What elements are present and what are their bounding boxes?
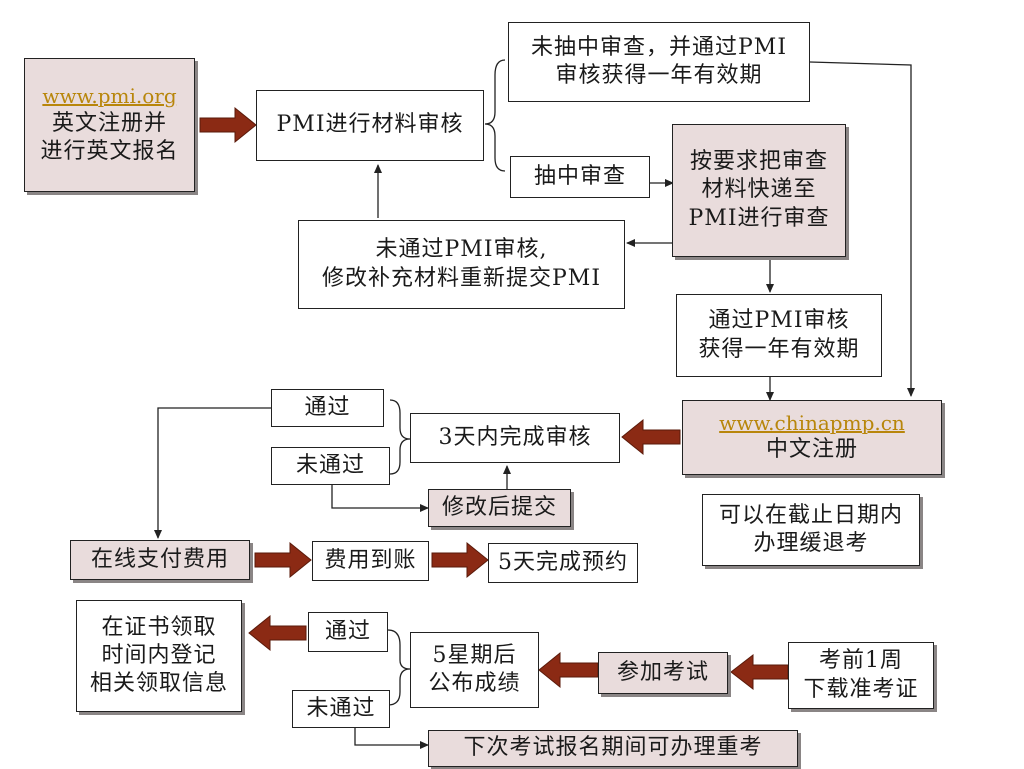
defer-line2: 办理缓退考 [753,531,869,556]
pmi-review-label: PMI进行材料审核 [276,112,464,138]
retake-label: 下次考试报名期间可办理重考 [463,735,763,761]
resubmit-label: 修改后提交 [441,494,557,520]
send-materials-line2: 材料快递至 [701,177,817,203]
pay-online-box: 在线支付费用 [70,540,250,580]
fail-box-1: 未通过 [271,447,390,485]
thick-arrow-fee-to-booking [431,541,489,579]
three-day-review-box: 3天内完成审核 [410,413,620,463]
fail-box-2: 未通过 [292,690,390,728]
pass-label-1: 通过 [304,394,351,420]
admission-line2: 下载准考证 [803,676,919,702]
register-en-box: www.pmi.org 英文注册并 进行英文报名 [24,58,195,192]
arrow-fail2-to-retake [354,725,429,749]
pass-box-2: 通过 [308,612,388,652]
thick-arrow-cn-to-three-day [621,418,681,456]
five-day-booking-box: 5天完成预约 [488,543,638,583]
brace-review [484,59,506,172]
failed-review-line1: 未通过PMI审核, [375,237,548,263]
fail-label-1: 未通过 [295,452,365,478]
send-materials-box: 按要求把审查 材料快递至 PMI进行审查 [672,124,846,257]
pass-box-1: 通过 [271,389,384,427]
certificate-line3: 相关领取信息 [89,671,228,697]
certificate-line2: 时间内登记 [101,642,217,668]
defer-line1: 可以在截止日期内 [718,502,903,528]
admission-box: 考前1周 下载准考证 [788,642,934,709]
pay-online-label: 在线支付费用 [90,546,229,572]
arrow-fail1-to-resubmit [331,483,429,512]
five-day-booking-label: 5天完成预约 [498,549,628,575]
selected-label: 抽中审查 [533,163,626,189]
certificate-line1: 在证书领取 [101,614,217,640]
failed-review-line2: 修改补充材料重新提交PMI [321,265,602,291]
resubmit-box: 修改后提交 [428,489,571,527]
take-exam-box: 参加考试 [598,652,728,694]
take-exam-label: 参加考试 [616,659,709,685]
register-cn-box: www.chinapmp.cn 中文注册 [682,400,942,475]
brace-three-day [389,399,411,475]
results-line1: 5星期后 [432,642,517,668]
register-en-line2: 进行英文报名 [40,138,179,164]
admission-line1: 考前1周 [819,648,903,674]
fee-received-label: 费用到账 [324,547,417,573]
selected-box: 抽中审查 [510,156,650,198]
pmi-link[interactable]: www.pmi.org [42,84,177,109]
thick-arrow-exam-to-results [538,651,599,689]
chinapmp-link[interactable]: www.chinapmp.cn [719,410,905,435]
brace-results [387,629,411,706]
thick-arrow-register-to-review [199,106,257,144]
results-box: 5星期后 公布成绩 [410,632,539,708]
thick-arrow-pass2-to-certificate [248,614,307,652]
passed-review-line2: 获得一年有效期 [698,336,860,362]
passed-review-box: 通过PMI审核 获得一年有效期 [676,294,882,377]
arrow-pass1-to-pay [154,407,271,539]
passed-review-line1: 通过PMI审核 [708,308,850,334]
send-materials-line3: PMI进行审查 [688,205,830,231]
not-selected-box: 未抽中审查，并通过PMI 审核获得一年有效期 [508,22,810,102]
failed-review-box: 未通过PMI审核, 修改补充材料重新提交PMI [298,220,625,309]
not-selected-line1: 未抽中审查，并通过PMI [530,34,788,60]
thick-arrow-pay-to-fee [254,541,312,579]
certificate-box: 在证书领取 时间内登记 相关领取信息 [76,600,242,712]
pmi-review-box: PMI进行材料审核 [256,90,484,161]
not-selected-line2: 审核获得一年有效期 [555,63,763,88]
results-line2: 公布成绩 [428,671,521,696]
thick-arrow-admission-to-exam [730,653,789,691]
arrow-notselected-to-cn [809,61,915,397]
send-materials-line1: 按要求把审查 [689,149,828,175]
defer-box: 可以在截止日期内 办理缓退考 [702,494,920,566]
retake-box: 下次考试报名期间可办理重考 [428,730,798,767]
fail-label-2: 未通过 [306,695,376,721]
three-day-review-label: 3天内完成审核 [438,424,592,450]
register-cn-line1: 中文注册 [765,437,858,463]
pass-label-2: 通过 [324,618,371,644]
fee-received-box: 费用到账 [312,541,429,581]
register-en-line1: 英文注册并 [51,110,167,136]
